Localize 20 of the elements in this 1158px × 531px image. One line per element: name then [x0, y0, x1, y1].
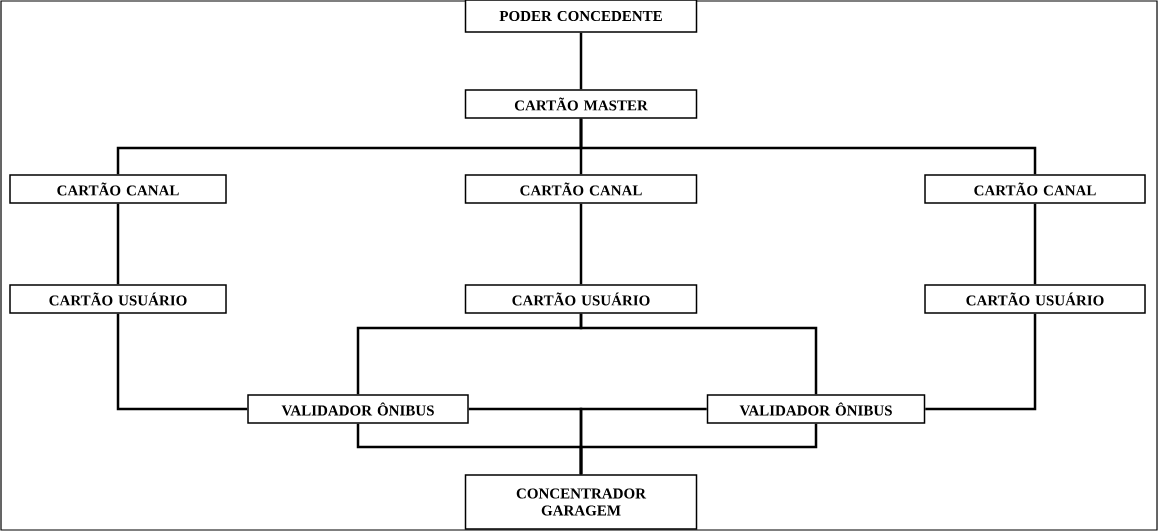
connector-line	[1033, 203, 1037, 285]
label-box: CARTÃO MASTER	[464, 89, 698, 119]
connector-line	[579, 423, 818, 475]
label-box: VALIDADOR ÔNIBUS	[247, 394, 469, 424]
label-box: CARTÃO USUÁRIO	[464, 284, 698, 314]
label-box: CARTÃO CANAL	[924, 174, 1146, 204]
connector-line	[579, 118, 1037, 175]
label-box: CARTÃO CANAL	[9, 174, 227, 204]
label-box: PODER CONCEDENTE	[464, 0, 698, 33]
label-box: CARTÃO CANAL	[464, 174, 698, 204]
connector-line	[579, 32, 583, 90]
label-box: CARTÃO USUÁRIO	[9, 284, 227, 314]
connector-line	[579, 203, 583, 285]
label-box: VALIDADOR ÔNIBUS	[706, 394, 926, 424]
connector-line	[116, 313, 248, 411]
connector-line	[925, 313, 1037, 411]
connector-line	[116, 203, 120, 285]
connector-line	[579, 313, 818, 395]
label-box: CONCENTRADOR GARAGEM	[464, 474, 698, 530]
label-box: CARTÃO USUÁRIO	[924, 284, 1146, 314]
